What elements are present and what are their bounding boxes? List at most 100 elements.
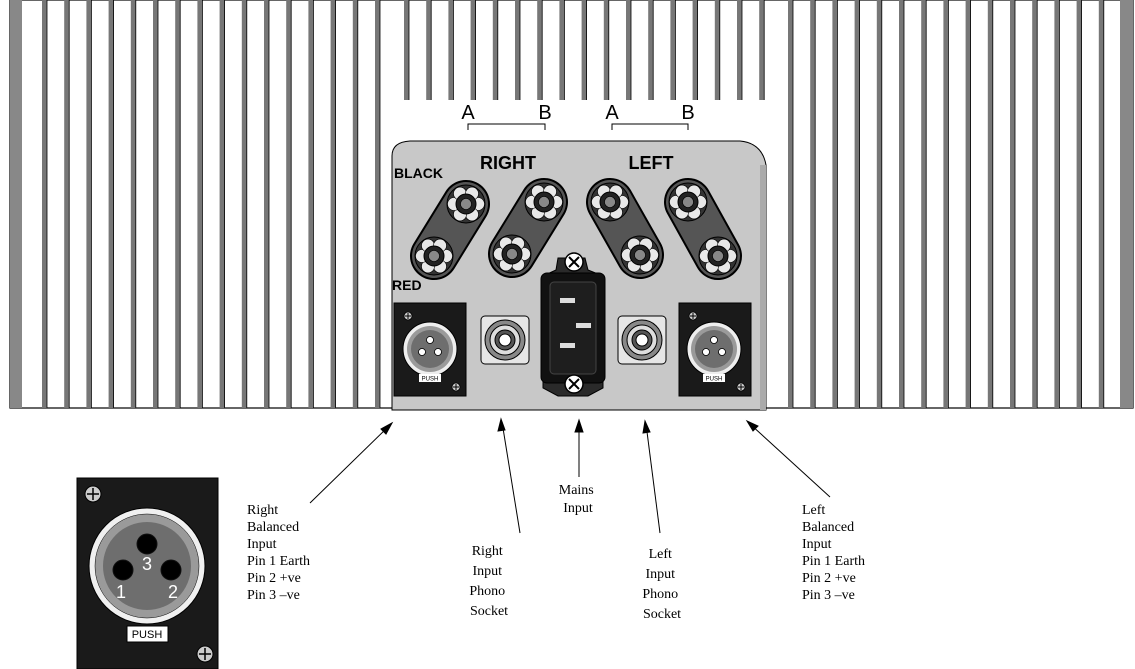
left-balanced-input-xlr[interactable]: PUSH — [678, 302, 752, 397]
heatsink-fin — [692, 0, 698, 100]
heatsink-fin — [264, 0, 269, 408]
heatsink-fin — [810, 0, 816, 408]
binding-post-red-icon — [620, 235, 660, 275]
post-hole — [460, 198, 472, 210]
heatsink-fin — [1032, 0, 1038, 408]
xlr-pin-2-label: 2 — [168, 582, 178, 602]
heatsink-fin — [581, 0, 587, 100]
xlr-push-label: PUSH — [132, 629, 163, 641]
heatsink-fin — [241, 0, 247, 408]
heatsink-fin — [626, 0, 631, 100]
post-hole — [604, 196, 616, 208]
xlr-small-push-label: PUSH — [706, 377, 723, 383]
speaker-terminal-left-b[interactable] — [664, 178, 742, 280]
terminal-label-left-b: B — [681, 102, 694, 124]
heatsink-fin — [470, 0, 476, 100]
heatsink-fin — [352, 0, 358, 408]
right-phono-socket[interactable] — [480, 315, 530, 365]
heatsink-fin — [788, 0, 793, 408]
heatsink-fins-left — [42, 0, 381, 408]
post-hole — [538, 196, 550, 208]
heatsink-fins-top — [404, 0, 765, 100]
heatsink-fin — [943, 0, 949, 408]
heatsink-fin — [648, 0, 654, 100]
xlr-detail-face — [103, 522, 191, 610]
heatsink-fin — [759, 0, 765, 100]
heatsink-fin — [537, 0, 543, 100]
heatsink-fin — [1098, 0, 1104, 408]
heatsink-fin — [899, 0, 904, 408]
heatsink-fin — [404, 0, 409, 100]
post-hole — [506, 248, 518, 260]
heatsink-fin — [42, 0, 47, 408]
black-terminal-label: BLACK — [394, 165, 443, 181]
heatsink-fin — [1076, 0, 1082, 408]
heatsink-fin — [330, 0, 336, 408]
arrow-right-phono — [497, 417, 521, 534]
heatsink-right-end — [1120, 0, 1133, 408]
heatsink-fin — [153, 0, 158, 408]
heatsink-fins-right — [788, 0, 1105, 408]
heatsink-fin — [219, 0, 225, 408]
binding-post-red-icon — [414, 236, 454, 276]
xlr-pin-3-label: 3 — [142, 554, 152, 574]
heatsink-fin — [714, 0, 720, 100]
heatsink-fin — [448, 0, 454, 100]
binding-post-red-icon — [698, 236, 738, 276]
speaker-terminal-right-a[interactable] — [410, 180, 490, 280]
heatsink-fin — [832, 0, 838, 408]
xlr-push-tab — [126, 625, 169, 643]
callout-arrows — [309, 417, 831, 534]
callout-left-balanced-input: Left Balanced Input Pin 1 Earth Pin 2 +v… — [802, 503, 869, 603]
heatsink-fin — [286, 0, 292, 408]
callout-right-input-phono-socket: Right Input Phono Socket — [469, 544, 508, 619]
heatsink-fin — [175, 0, 181, 408]
binding-post-black-icon — [524, 182, 564, 222]
heatsink-fin — [876, 0, 882, 408]
post-hole — [712, 250, 724, 262]
bracket-right — [467, 123, 546, 130]
speaker-terminal-left-a[interactable] — [586, 178, 664, 279]
speaker-terminal-right-b[interactable] — [488, 178, 568, 278]
heatsink-fin — [965, 0, 971, 408]
heatsink-fin — [197, 0, 203, 408]
xlr-pin-3 — [136, 533, 158, 555]
terminal-label-right-a: A — [461, 102, 475, 124]
post-hole — [634, 249, 646, 261]
binding-post-black-icon — [668, 182, 708, 222]
arrow-right-balanced — [309, 421, 394, 504]
xlr-pin-1-label: 1 — [116, 582, 126, 602]
heatsink-fin — [515, 0, 520, 100]
panel-side-shadow — [760, 165, 766, 410]
heatsink-fin — [737, 0, 742, 100]
heatsink-fin — [375, 0, 380, 408]
post-hole — [428, 250, 440, 262]
xlr-pin-1 — [112, 559, 134, 581]
heatsink-fin — [108, 0, 114, 408]
post-hole — [682, 196, 694, 208]
callout-left-input-phono-socket: Left Input Phono Socket — [642, 547, 681, 622]
heatsink-fin — [603, 0, 609, 100]
heatsink-fin — [86, 0, 92, 408]
xlr-small-push-label: PUSH — [422, 377, 439, 383]
heatsink-fin — [559, 0, 565, 100]
arrow-left-balanced — [745, 419, 831, 498]
right-channel-label: RIGHT — [480, 153, 536, 173]
binding-post-black-icon — [446, 184, 486, 224]
arrow-left-phono — [642, 419, 661, 534]
left-channel-label: LEFT — [629, 153, 674, 173]
bracket-left — [611, 123, 689, 130]
callout-mains-input: Mains Input — [559, 483, 598, 516]
heatsink-left-end — [10, 0, 22, 408]
callout-right-balanced-input: Right Balanced Input Pin 1 Earth Pin 2 +… — [247, 503, 314, 603]
terminal-labels: A B A B — [461, 102, 695, 130]
xlr-pin-2 — [160, 559, 182, 581]
binding-post-red-icon — [492, 234, 532, 274]
mains-input-iec-socket[interactable] — [540, 252, 606, 397]
heatsink-fin — [1054, 0, 1060, 408]
left-phono-socket[interactable] — [617, 315, 667, 365]
red-terminal-label: RED — [392, 277, 422, 293]
right-balanced-input-xlr[interactable]: PUSH — [393, 302, 467, 397]
heatsink-fin — [854, 0, 860, 408]
